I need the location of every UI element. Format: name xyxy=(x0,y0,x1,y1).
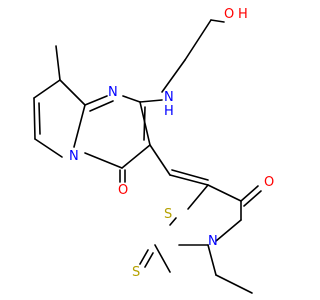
bond xyxy=(55,45,61,81)
atom-ring-nitrogen-bridge: N xyxy=(69,149,79,164)
bond xyxy=(161,59,186,93)
bond xyxy=(143,106,146,141)
bond xyxy=(121,144,151,169)
bond xyxy=(89,100,114,112)
atom-thiazolidinone-oxygen: O xyxy=(264,175,274,190)
bond xyxy=(169,217,177,226)
atom-ketone-oxygen: O xyxy=(118,183,128,198)
bond xyxy=(59,79,86,106)
bond xyxy=(84,152,123,169)
atom-labels: O H N H N N O S N O S xyxy=(69,7,274,280)
bond xyxy=(240,185,259,202)
bond xyxy=(215,274,253,294)
atom-hydroxyl-oxygen: O xyxy=(224,7,234,22)
atom-thiazolidine-nitrogen: N xyxy=(208,234,218,249)
bond xyxy=(184,19,212,61)
bond xyxy=(33,97,36,140)
bond xyxy=(122,95,141,103)
atom-ring-nitrogen-upper: N xyxy=(108,85,118,100)
bond xyxy=(33,79,61,99)
bond xyxy=(144,252,154,268)
bond xyxy=(210,19,225,23)
bond xyxy=(169,174,209,186)
bond xyxy=(207,184,242,202)
bond xyxy=(84,95,108,106)
atom-thiazolidine-sulfur: S xyxy=(164,207,172,222)
bond xyxy=(73,104,86,148)
bond xyxy=(207,244,217,276)
bond xyxy=(34,138,63,158)
bond xyxy=(243,190,262,207)
bond xyxy=(149,144,171,176)
bond xyxy=(139,249,149,265)
atom-amine-nitrogen: N xyxy=(164,90,174,105)
atom-amine-hydrogen: H xyxy=(164,104,174,119)
atom-hydroxyl-hydrogen: H xyxy=(238,7,248,22)
atom-thione-sulfur: S xyxy=(132,265,140,280)
bonds xyxy=(33,19,262,294)
bond xyxy=(38,102,41,135)
bond xyxy=(215,219,242,242)
bond xyxy=(187,184,209,210)
molecule-structure: O H N H N N O S N O S xyxy=(33,7,274,294)
bond xyxy=(154,244,171,273)
bond xyxy=(139,99,163,103)
bond xyxy=(171,169,209,181)
